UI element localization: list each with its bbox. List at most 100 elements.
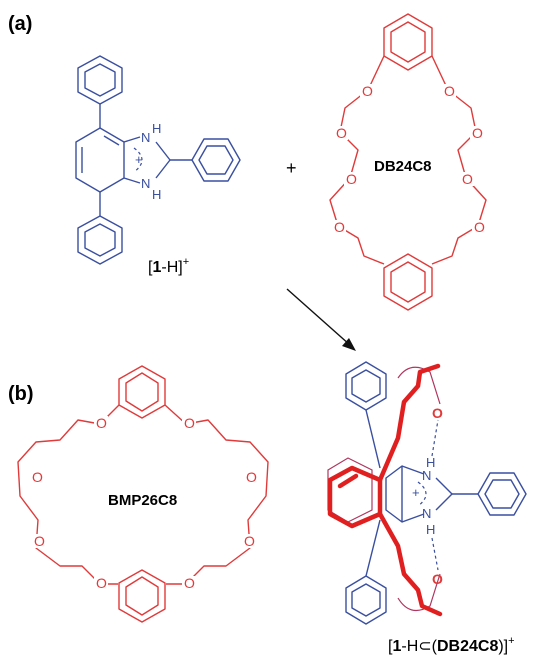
benzo-ring-top-inner	[125, 372, 159, 412]
plus-sign: +	[286, 158, 297, 178]
bond	[123, 136, 141, 143]
o-bg	[460, 172, 474, 186]
arrow-shaft	[286, 288, 351, 346]
hydrogen-bond	[431, 419, 439, 457]
benzo-ring-top-inner	[390, 21, 426, 63]
hydrogen-bond	[431, 537, 439, 571]
oxygen-atom: O	[32, 469, 43, 485]
nitrogen-bottom: N	[422, 506, 431, 521]
bond	[401, 513, 425, 523]
delocalized-bond	[417, 481, 427, 507]
o-bg	[470, 126, 484, 140]
oxygen-atom: O	[34, 533, 45, 549]
oxygen-atom: O	[336, 125, 347, 141]
o-bg	[472, 220, 486, 234]
bond	[337, 473, 359, 489]
phenyl-ring-bottom-inner	[351, 583, 381, 617]
nitrogen-top: N	[141, 130, 150, 145]
db24c8-label: DB24C8	[374, 158, 432, 175]
oxygen-atom: O	[462, 171, 473, 187]
reaction-arrow	[286, 288, 356, 351]
phenyl-ring-top	[345, 361, 387, 411]
phenyl-ring-right-inner	[484, 479, 520, 509]
guest-cation-structure: N H N H +	[75, 55, 241, 265]
bond	[365, 519, 381, 577]
benzo-ring	[75, 127, 125, 193]
benzo-ring-top	[118, 365, 166, 419]
front-ether-strand-bottom	[377, 511, 443, 617]
o-bg	[30, 470, 44, 484]
back-ether-strand	[397, 366, 441, 405]
bond	[103, 135, 120, 146]
oxygen-atom: O	[472, 125, 483, 141]
bond	[435, 477, 453, 495]
benzo-ring-bottom	[118, 569, 166, 623]
core-ring-edge	[385, 465, 403, 523]
o-bg	[182, 416, 196, 430]
bmp26c8-structure: O O O O O O O O	[17, 365, 269, 623]
hydrogen-top: H	[426, 455, 435, 470]
oxygen-atom: O	[432, 405, 443, 421]
o-bg	[94, 576, 108, 590]
phenyl-ring-right	[477, 472, 527, 516]
o-bg	[242, 534, 256, 548]
ether-chain-right	[164, 404, 269, 585]
o-bg	[332, 220, 346, 234]
phenyl-ring-top-inner	[351, 369, 381, 403]
phenyl-ring-top-inner	[84, 63, 116, 97]
phenyl-ring-bottom-inner	[84, 223, 116, 257]
db24c8-structure: O O O O O O O O	[329, 13, 487, 311]
oxygen-atom: O	[96, 575, 107, 591]
o-bg	[442, 84, 456, 98]
complex-label: [1-H⊂(DB24C8)]+	[388, 635, 515, 655]
oxygen-atom: O	[184, 575, 195, 591]
benzo-ring-bottom-inner	[390, 261, 426, 303]
oxygen-atom: O	[362, 83, 373, 99]
delocalized-bond	[133, 147, 143, 173]
nitrogen-bottom: N	[141, 176, 150, 191]
o-bg	[360, 84, 374, 98]
bmp26c8-label: BMP26C8	[108, 492, 177, 509]
o-bg	[334, 126, 348, 140]
panel-label-a: (a)	[8, 13, 32, 35]
benzo-ring-bottom	[383, 253, 433, 311]
nitrogen-top: N	[422, 468, 431, 483]
oxygen-atom: O	[474, 219, 485, 235]
phenyl-ring-right-inner	[198, 145, 234, 175]
oxygen-atom: O	[244, 533, 255, 549]
complex-structure: N H N H + O O	[327, 361, 527, 625]
bond	[435, 493, 453, 511]
phenyl-ring-right	[191, 138, 241, 182]
o-bg	[182, 576, 196, 590]
oxygen-atom: O	[334, 219, 345, 235]
ether-chain-left	[17, 404, 120, 585]
bond	[365, 409, 381, 469]
bond	[155, 141, 171, 161]
oxygen-atom: O	[432, 571, 443, 587]
charge-sign: +	[412, 485, 420, 500]
bond	[123, 177, 141, 184]
arrow-head	[342, 338, 356, 351]
oxygen-atom: O	[246, 469, 257, 485]
guest-label: [1-H]+	[148, 256, 189, 276]
o-bg	[244, 470, 258, 484]
panel-label-b: (b)	[8, 383, 34, 405]
back-ether-strand	[397, 573, 441, 612]
o-bg	[94, 416, 108, 430]
benzo-ring-top	[383, 13, 433, 71]
phenyl-ring-bottom	[77, 215, 123, 265]
bond	[401, 465, 425, 475]
oxygen-atom: O	[444, 83, 455, 99]
phenyl-ring-top	[77, 55, 123, 105]
front-ether-strand-top	[377, 363, 441, 483]
bond	[155, 159, 171, 179]
oxygen-atom: O	[96, 415, 107, 431]
o-bg	[344, 172, 358, 186]
hydrogen-top: H	[152, 121, 161, 136]
benzo-ring-bottom-inner	[125, 576, 159, 616]
charge-sign: +	[135, 152, 143, 167]
oxygen-atom: O	[184, 415, 195, 431]
oxygen-atom: O	[346, 171, 357, 187]
o-bg	[32, 534, 46, 548]
